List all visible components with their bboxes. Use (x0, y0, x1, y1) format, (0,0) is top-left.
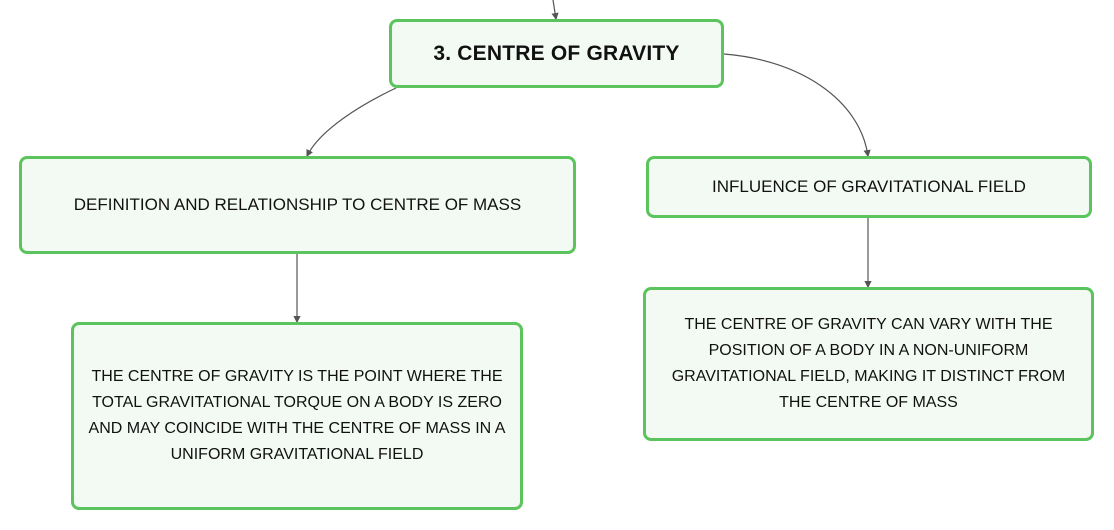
branch-node-definition-label: DEFINITION AND RELATIONSHIP TO CENTRE OF… (73, 195, 522, 214)
root-node-centre-of-gravity[interactable]: 3. CENTRE OF GRAVITY (389, 19, 724, 88)
connector-root-to-definition (306, 87, 397, 158)
detail-node-definition-text: THE CENTRE OF GRAVITY IS THE POINT WHERE… (88, 368, 506, 463)
branch-node-influence[interactable]: INFLUENCE OF GRAVITATIONAL FIELD (646, 156, 1092, 218)
root-node-label: 3. CENTRE OF GRAVITY (433, 41, 680, 65)
branch-node-influence-label: INFLUENCE OF GRAVITATIONAL FIELD (712, 177, 1026, 196)
detail-node-definition[interactable]: THE CENTRE OF GRAVITY IS THE POINT WHERE… (71, 322, 523, 510)
detail-node-influence-text: THE CENTRE OF GRAVITY CAN VARY WITH THE … (671, 316, 1066, 411)
connector-root-to-influence (723, 53, 871, 158)
connector-incoming-to-root (551, 0, 559, 21)
detail-node-influence[interactable]: THE CENTRE OF GRAVITY CAN VARY WITH THE … (643, 287, 1094, 441)
branch-node-definition[interactable]: DEFINITION AND RELATIONSHIP TO CENTRE OF… (19, 156, 576, 254)
